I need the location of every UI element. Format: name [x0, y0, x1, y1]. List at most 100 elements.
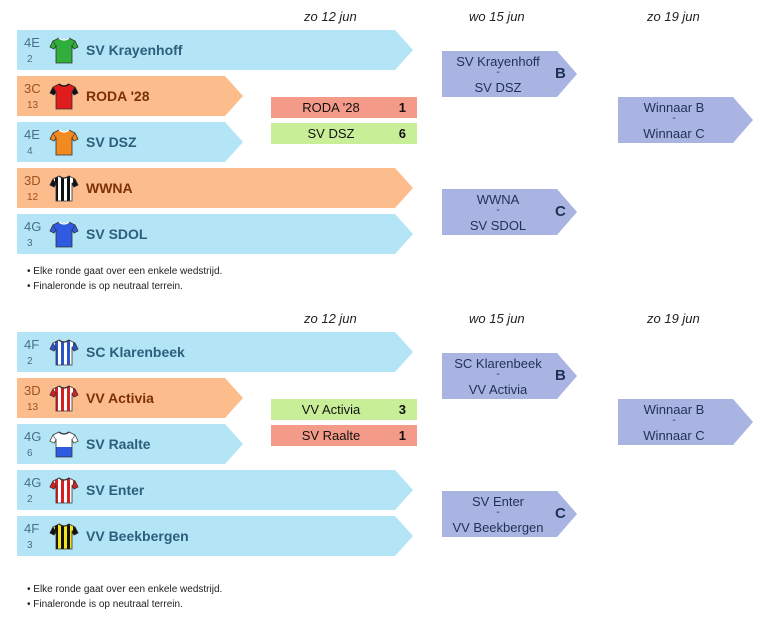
final-arrow-shape: [618, 399, 753, 445]
match-sep: -: [496, 205, 500, 216]
team-seed: 13: [27, 402, 39, 413]
team-class: 4E: [24, 127, 40, 142]
team-class: 4F: [24, 521, 40, 536]
round-date-3: zo 19 jun: [647, 9, 700, 24]
team-class: 4E: [24, 35, 40, 50]
team-arrow[interactable]: 3D 13 VV Activia: [17, 378, 243, 418]
final-away: Winnaar C: [643, 428, 705, 443]
bracket-1: zo 12 jun wo 15 jun zo 19 jun 4E 2 SV Krayenh…: [0, 0, 763, 300]
team-seed: 3: [27, 540, 33, 551]
match-arrow-shape: [442, 353, 577, 399]
red-white-striped-shirt-icon: [49, 383, 79, 413]
team-class: 3D: [24, 173, 41, 188]
final-away: Winnaar C: [643, 126, 705, 141]
final-match[interactable]: Winnaar B- Winnaar C: [618, 399, 753, 445]
prelim-score-value: 1: [398, 100, 406, 115]
team-seed: 2: [27, 494, 33, 505]
team-arrow-shape: [17, 332, 413, 372]
team-seed: 6: [27, 448, 33, 459]
team-seed: 3: [27, 238, 33, 249]
team-arrow[interactable]: 3D 12 WWNA: [17, 168, 413, 208]
match-arrow-shape: [442, 189, 577, 235]
team-arrow[interactable]: 4E 2 SV Krayenhoff: [17, 30, 413, 70]
red-black-shirt-icon: [49, 81, 79, 111]
team-arrow-shape: [17, 168, 413, 208]
team-name: SV Raalte: [86, 436, 151, 452]
team-name: VV Activia: [86, 390, 154, 406]
team-name: SV SDOL: [86, 226, 148, 242]
team-seed: 13: [27, 100, 39, 111]
team-seed: 2: [27, 356, 33, 367]
match-away: SV DSZ: [474, 80, 522, 95]
team-arrow[interactable]: 4G 3 SV SDOL: [17, 214, 413, 254]
yellow-black-striped-shirt-icon: [49, 521, 79, 551]
prelim-team: VV Activia: [301, 402, 361, 417]
team-arrow-shape: [17, 30, 413, 70]
team-seed: 12: [27, 192, 39, 203]
match-home: SV Krayenhoff: [456, 54, 540, 69]
final-home: Winnaar B: [643, 100, 705, 115]
team-arrow-shape: [17, 214, 413, 254]
match-letter: C: [555, 505, 566, 522]
team-name: SV DSZ: [86, 134, 137, 150]
team-name: SV Enter: [86, 482, 145, 498]
match-b[interactable]: SV Krayenhoff- SV DSZ B: [442, 51, 577, 97]
team-arrow[interactable]: 4E 4 SV DSZ: [17, 122, 243, 162]
red-white-striped-shirt-icon: [49, 475, 79, 505]
match-away: VV Activia: [468, 382, 528, 397]
prelim-team: RODA '28: [302, 100, 360, 115]
match-sep: -: [496, 67, 500, 78]
team-class: 4G: [24, 475, 42, 490]
team-arrow-shape: [17, 516, 413, 556]
final-match[interactable]: Winnaar B-Winnaar C: [618, 97, 753, 143]
team-name: SV Krayenhoff: [86, 42, 183, 58]
team-name: SC Klarenbeek: [86, 344, 185, 360]
prelim-score-lose: RODA '28 1: [271, 97, 417, 118]
team-name: WWNA: [86, 180, 133, 196]
match-sep: -: [496, 507, 500, 518]
orange-shirt-icon: [49, 127, 79, 157]
prelim-team: SV DSZ: [307, 126, 355, 141]
final-home: Winnaar B: [643, 402, 705, 417]
footnote: • Elke ronde gaat over een enkele wedstr…: [27, 266, 223, 277]
match-away: SV SDOL: [469, 218, 527, 233]
final-sep: -: [672, 415, 676, 426]
prelim-score-value: 1: [398, 428, 406, 443]
match-home: SC Klarenbeek: [454, 356, 542, 371]
round-date-2: wo 15 jun: [469, 311, 525, 326]
round-date-2: wo 15 jun: [469, 9, 525, 24]
match-letter: B: [555, 367, 566, 384]
team-class: 3C: [24, 81, 41, 96]
match-sep: -: [496, 369, 500, 380]
match-arrow-shape: [442, 491, 577, 537]
team-arrow[interactable]: 4G 2 SV Enter: [17, 470, 413, 510]
match-letter: B: [555, 65, 566, 82]
team-class: 4G: [24, 429, 42, 444]
footnote: • Elke ronde gaat over een enkele wedstr…: [27, 584, 223, 595]
final-arrow-shape: [618, 97, 753, 143]
match-b[interactable]: SC Klarenbeek- VV Activia B: [442, 353, 577, 399]
match-home: SV Enter: [471, 494, 525, 509]
team-arrow-shape: [17, 470, 413, 510]
round-date-1: zo 12 jun: [304, 311, 357, 326]
team-seed: 2: [27, 54, 33, 65]
team-arrow[interactable]: 4G 6 SV Raalte: [17, 424, 243, 464]
team-seed: 4: [27, 146, 33, 157]
team-class: 4G: [24, 219, 42, 234]
team-class: 3D: [24, 383, 41, 398]
green-shirt-icon: [49, 35, 79, 65]
match-arrow-shape: [442, 51, 577, 97]
match-letter: C: [555, 203, 566, 220]
blue-shirt-icon: [49, 219, 79, 249]
blue-white-striped-shirt-icon: [49, 337, 79, 367]
round-date-1: zo 12 jun: [304, 9, 357, 24]
